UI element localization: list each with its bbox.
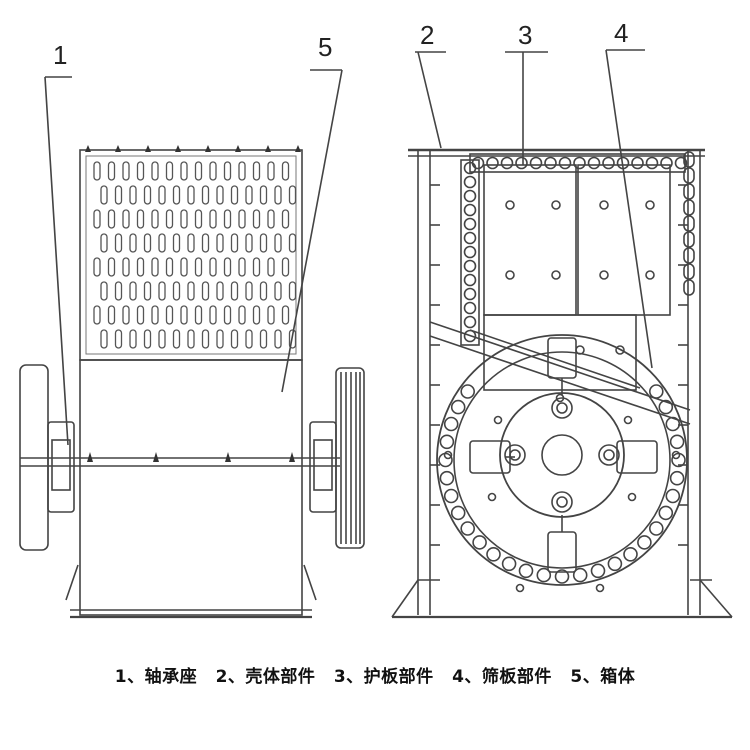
screen-ring-outer <box>436 334 688 586</box>
top-roller-chain <box>469 153 688 173</box>
guard-plate-right <box>577 164 671 316</box>
shaft-bolts <box>87 452 295 462</box>
legend-item-housing: 2、壳体部件 <box>215 667 316 687</box>
legend-item-screen-plate: 4、筛板部件 <box>452 667 552 687</box>
hammer-bottom <box>547 515 577 573</box>
inner-bolt-holes <box>443 393 681 593</box>
legend-item-guard-plate: 3、护板部件 <box>333 667 434 687</box>
callout-2: 2 <box>420 20 434 50</box>
side-view <box>19 145 365 619</box>
cross-section-view <box>391 148 733 619</box>
hammer-top <box>547 337 585 395</box>
screen-ring-inner <box>453 351 671 569</box>
callout-3: 3 <box>518 20 532 50</box>
hammer-right <box>616 440 658 474</box>
legend-item-bearing-seat: 1、轴承座 <box>114 667 198 687</box>
guard-plate-left <box>483 164 577 316</box>
legend-item-box: 5、箱体 <box>570 667 636 687</box>
hammer-left <box>469 440 515 474</box>
callout-1: 1 <box>53 40 67 70</box>
guard-plate-bolts <box>505 200 655 355</box>
callout-4: 4 <box>614 18 628 48</box>
left-bearing-seat <box>47 421 75 513</box>
side-housing <box>79 359 303 616</box>
screen-grid-holes <box>93 161 297 349</box>
rotor-hub <box>541 434 583 476</box>
screen-grid-frame <box>79 149 303 361</box>
right-hanging-chain <box>683 151 695 296</box>
left-roller-chain <box>460 159 480 346</box>
callout-5: 5 <box>318 32 332 62</box>
parts-legend: 1、轴承座 2、壳体部件 3、护板部件 4、筛板部件 5、箱体 <box>0 662 750 687</box>
top-bolts <box>85 145 301 152</box>
screen-ring-rollers <box>438 384 686 584</box>
drive-pulley <box>335 367 365 549</box>
rotor-disc <box>499 392 625 518</box>
